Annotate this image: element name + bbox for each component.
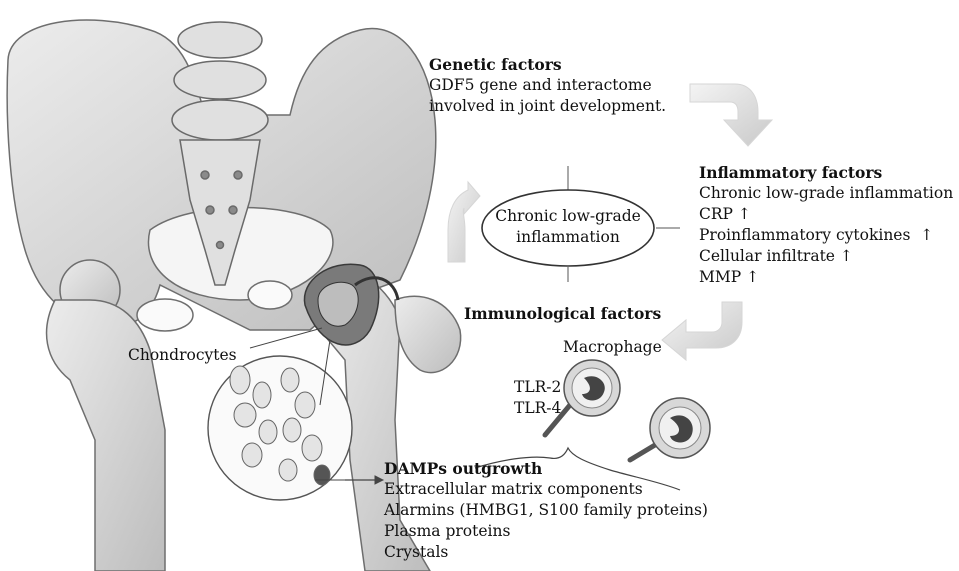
arrow-genetic-to-inflammatory [690,84,772,146]
inflammatory-line-5: MMP ↑ [699,267,953,288]
macrophage-2 [630,398,710,460]
inflammatory-factors-heading: Inflammatory factors [699,162,953,183]
genetic-factors-line-2: involved in joint development. [429,96,666,117]
chondrocyte-magnified-view [208,356,352,500]
immunological-factors-heading: Immunological factors [464,303,661,324]
damps-line-1: Extracellular matrix components [384,479,708,500]
tlr-labels: TLR-2 TLR-4 [514,377,561,419]
inflammatory-factors-block: Inflammatory factors Chronic low-grade i… [699,162,953,288]
chondrocytes-label: Chondrocytes [128,345,237,366]
tlr-2-label: TLR-2 [514,377,561,398]
immunological-factors-block: Immunological factors [464,303,661,324]
genetic-factors-line-1: GDF5 gene and interactome [429,75,666,96]
center-label-line-2: inflammation [493,227,643,248]
tlr-4-label: TLR-4 [514,398,561,419]
inflammatory-line-1: Chronic low-grade inflammation [699,183,953,204]
damps-line-3: Plasma proteins [384,521,708,542]
center-label-line-1: Chronic low-grade [493,206,643,227]
arrow-immunological-to-genetic [448,182,480,262]
genetic-factors-block: Genetic factors GDF5 gene and interactom… [429,54,666,117]
damps-line-4: Crystals [384,542,708,563]
center-ellipse-label: Chronic low-grade inflammation [493,206,643,248]
inflammatory-line-3: Proinflammatory cytokines ↑ [699,225,953,246]
arrow-inflammatory-to-immunological [662,302,742,360]
damps-block: DAMPs outgrowth Extracellular matrix com… [384,458,708,563]
macrophage-label: Macrophage [563,337,662,358]
damps-line-2: Alarmins (HMBG1, S100 family proteins) [384,500,708,521]
inflammatory-line-4: Cellular infiltrate ↑ [699,246,953,267]
genetic-factors-heading: Genetic factors [429,54,666,75]
damps-heading: DAMPs outgrowth [384,458,708,479]
inflammatory-line-2: CRP ↑ [699,204,953,225]
